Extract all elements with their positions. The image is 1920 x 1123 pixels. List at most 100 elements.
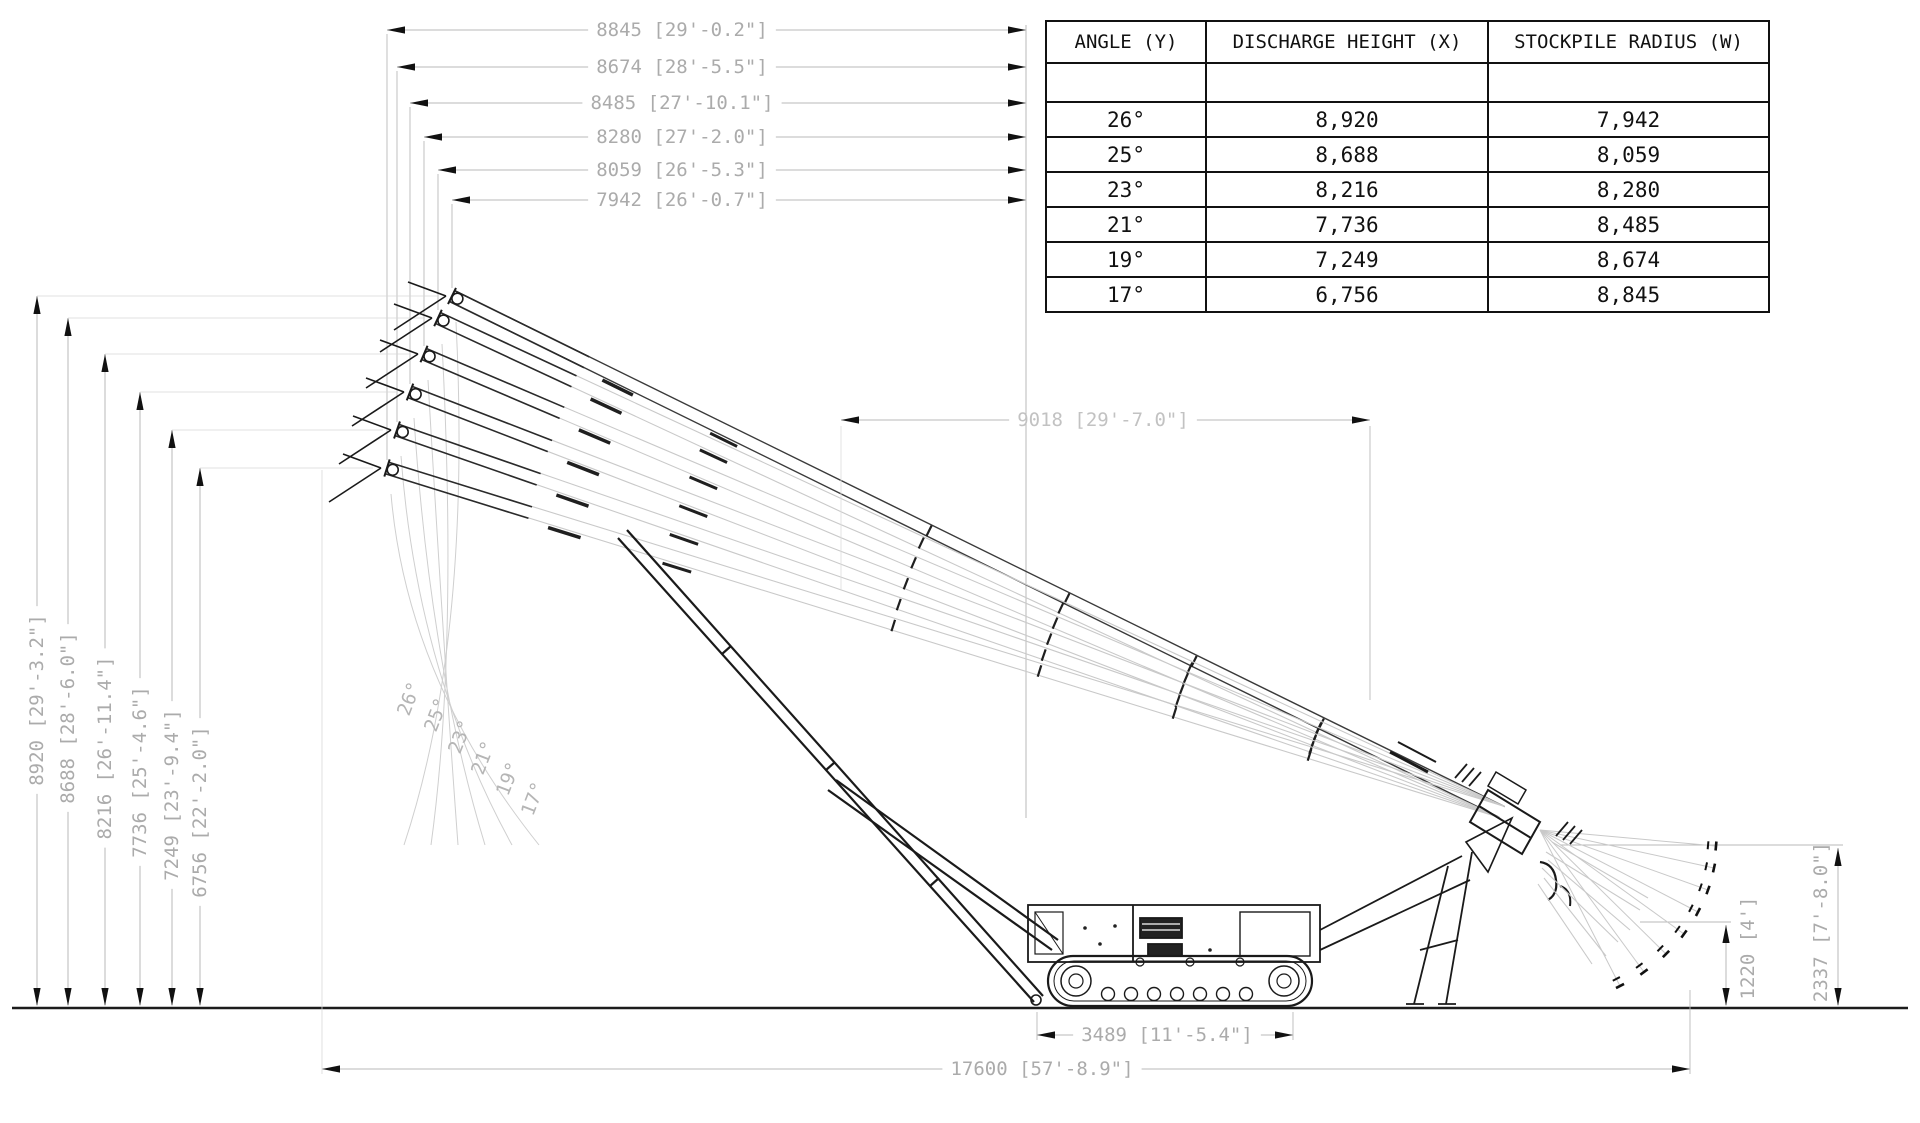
cell-angle: 19° [1045, 241, 1207, 278]
boom-chord [449, 300, 1500, 819]
top-dimension-label: 7942 [26'-0.7"] [596, 189, 768, 211]
discharge-end-tick [1704, 862, 1709, 871]
spec-table-header-row: ANGLE (Y) DISCHARGE HEIGHT (X) STOCKPILE… [1045, 20, 1770, 64]
boom-head-section [448, 300, 585, 369]
dim-arrowhead [1834, 988, 1842, 1006]
dim-arrowhead [1352, 416, 1370, 424]
table-row: 19° 7,249 8,674 [1045, 241, 1770, 278]
discharge-end-tick [1694, 907, 1702, 917]
dim-arrowhead [33, 296, 41, 314]
left-dimension-label: 7736 [25'-4.6"] [129, 686, 151, 858]
left-dimension-label: 7249 [23'-9.4"] [161, 709, 183, 881]
dim-arrowhead [101, 988, 109, 1006]
discharge-end-tick [1711, 863, 1717, 873]
left-dimension-label: 8216 [26'-11.4"] [94, 656, 116, 839]
dim-arrowhead [64, 318, 72, 336]
cell-height: 6,756 [1205, 276, 1489, 313]
dim-arrowhead [452, 196, 470, 204]
boom-fitting [1036, 664, 1043, 678]
crawler-machine [617, 529, 1649, 1008]
boom-fitting [566, 460, 600, 477]
dim-arrowhead [196, 988, 204, 1006]
boom-fitting [925, 525, 933, 537]
boom-head-section [394, 434, 537, 486]
top-dimension-label: 8059 [26'-5.3"] [596, 159, 768, 181]
dim-arrowhead [438, 166, 456, 174]
dim-arrowhead [168, 430, 176, 448]
boom-fitting [589, 397, 623, 415]
crawler-track [1046, 954, 1314, 1008]
bottom-dimension-label: 17600 [57'-8.9"] [950, 1058, 1133, 1080]
head-leader [365, 377, 405, 393]
discharge-end-tick [1688, 904, 1694, 913]
dim-arrowhead [1722, 988, 1730, 1006]
boom-chord [435, 322, 1500, 818]
boom-fitting [917, 537, 925, 549]
top-dimension-label: 8485 [27'-10.1"] [590, 92, 773, 114]
boom-chord [454, 289, 1505, 808]
head-tip-plate [405, 383, 415, 401]
dim-arrowhead [196, 468, 204, 486]
discharge-fan-line [1539, 829, 1709, 891]
discharge-fan-line [1539, 829, 1699, 913]
boom-angle-label: 26° [393, 679, 426, 719]
discharge-fan-line [1539, 829, 1667, 955]
cell-radius: 7,942 [1487, 101, 1770, 138]
cell-radius: 8,674 [1487, 241, 1770, 278]
dim-arrowhead [1037, 1031, 1055, 1039]
angle-leader-curve [430, 343, 449, 846]
cell-height: 8,216 [1205, 171, 1489, 208]
discharge-fan-line [1539, 829, 1685, 935]
dim-arrowhead [387, 26, 405, 34]
angle-leader-curve [400, 455, 513, 846]
discharge-end-tick [1680, 929, 1688, 939]
discharge-end-tick [1656, 944, 1664, 952]
discharge-end-tick [1639, 968, 1649, 976]
col-header-radius: STOCKPILE RADIUS (W) [1487, 20, 1770, 64]
dim-arrowhead [64, 988, 72, 1006]
left-dimension-label: 6756 [22'-2.0"] [189, 726, 211, 898]
mid-dimension-label: 9018 [29'-7.0"] [1017, 409, 1189, 431]
boom-angle-label: 21° [467, 738, 500, 778]
boom-head-section [435, 322, 572, 388]
dim-arrowhead [168, 988, 176, 1006]
dim-arrowhead [136, 392, 144, 410]
boom-angle-label: 17° [517, 779, 550, 819]
boom-fitting [555, 493, 590, 508]
angle-leader-curve [390, 493, 540, 846]
dim-arrowhead [841, 416, 859, 424]
dim-arrowhead [1722, 925, 1730, 943]
boom-head-section [421, 358, 560, 420]
head-leader [365, 353, 419, 389]
boom-fitting [1182, 672, 1189, 685]
boom-fitting [547, 525, 582, 540]
col-header-height: DISCHARGE HEIGHT (X) [1205, 20, 1489, 64]
table-row: 21° 7,736 8,485 [1045, 206, 1770, 243]
boom-fitting [699, 448, 728, 464]
dim-arrowhead [410, 99, 428, 107]
discharge-fan-line [1539, 829, 1621, 987]
cell-angle: 26° [1045, 101, 1207, 138]
boom-fitting [895, 598, 902, 611]
table-row: 25° 8,688 8,059 [1045, 136, 1770, 173]
boom-chord [385, 473, 1501, 819]
boom-fitting [1057, 602, 1065, 614]
head-pulley [451, 292, 464, 305]
dim-arrowhead [136, 988, 144, 1006]
spec-table: ANGLE (Y) DISCHARGE HEIGHT (X) STOCKPILE… [1045, 20, 1770, 313]
top-dimension-label: 8280 [27'-2.0"] [596, 126, 768, 148]
dim-arrowhead [101, 354, 109, 372]
discharge-end-tick [1612, 976, 1621, 982]
boom-fitting [601, 378, 634, 397]
dim-arrowhead [1275, 1031, 1293, 1039]
dim-arrowhead [1008, 26, 1026, 34]
right-dimension-label: 2337 [7'-8.0"] [1810, 842, 1832, 1002]
head-leader [351, 391, 405, 427]
table-row: 26° 8,920 7,942 [1045, 101, 1770, 138]
boom-fitting [678, 504, 708, 518]
boom-angle-label: 19° [492, 759, 525, 799]
boom-fitting [902, 577, 910, 590]
dim-arrowhead [424, 133, 442, 141]
boom-fitting [1306, 748, 1313, 762]
boom-chord [388, 461, 1504, 807]
